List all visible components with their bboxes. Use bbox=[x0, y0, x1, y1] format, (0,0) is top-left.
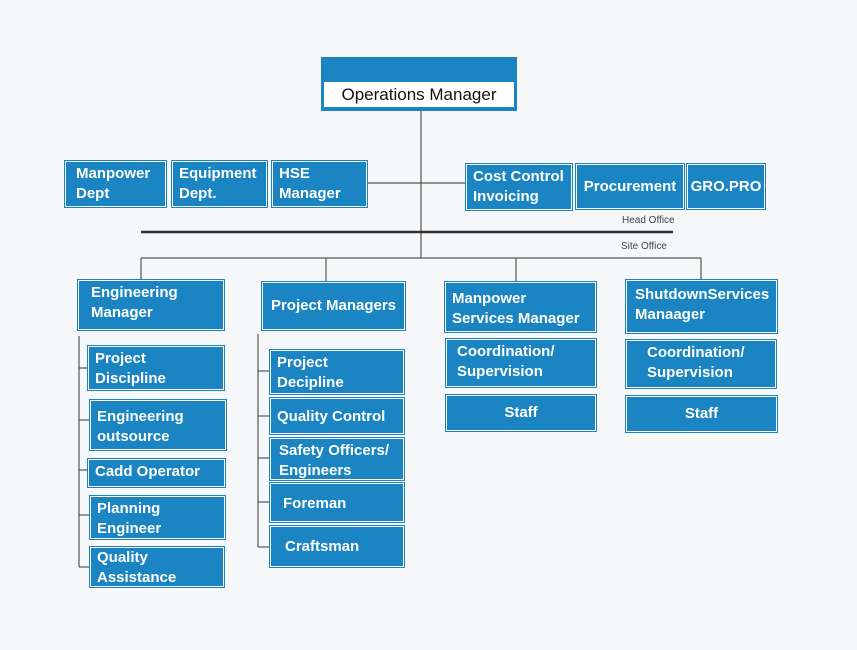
craftsman-box: Craftsman bbox=[270, 526, 404, 567]
operations-manager-box: Operations Manager bbox=[321, 57, 517, 111]
head-office-label: Head Office bbox=[622, 215, 675, 226]
cadd-operator-box: Cadd Operator bbox=[88, 459, 225, 487]
quality-assistance-box: Quality Assistance bbox=[90, 547, 224, 587]
planning-engineer-box: Planning Engineer bbox=[90, 496, 225, 539]
foreman-box: Foreman bbox=[270, 483, 404, 522]
shutdown-services-manager-box: ShutdownServices Manaager bbox=[626, 280, 777, 333]
gro-pro-box: GRO.PRO bbox=[687, 164, 765, 209]
engineering-manager-box: Engineering Manager bbox=[78, 280, 224, 330]
shutdown-coordination-box: Coordination/ Supervision bbox=[626, 340, 776, 388]
procurement-box: Procurement bbox=[576, 164, 684, 209]
cost-control-box: Cost Control Invoicing bbox=[466, 164, 572, 210]
project-discipline-engineers-box: Project Discipline Engineers bbox=[88, 346, 224, 390]
shutdown-staff-box: Staff bbox=[626, 396, 777, 432]
engineering-outsource-box: Engineering outsource bbox=[90, 400, 226, 450]
project-decipline-engineers-box: Project Decipline Engineers bbox=[270, 350, 404, 394]
safety-officers-box: Safety Officers/ Engineers bbox=[270, 438, 404, 480]
equipment-dept-box: Equipment Dept. bbox=[172, 161, 267, 207]
hse-manager-box: HSE Manager bbox=[272, 161, 367, 207]
manpower-services-manager-box: Manpower Services Manager bbox=[445, 282, 596, 332]
operations-manager-label: Operations Manager bbox=[324, 82, 514, 107]
manpower-staff-box: Staff bbox=[446, 395, 596, 431]
site-office-label: Site Office bbox=[621, 241, 667, 252]
project-managers-box: Project Managers bbox=[262, 282, 405, 330]
manpower-dept-box: Manpower Dept bbox=[65, 161, 166, 207]
manpower-coordination-box: Coordination/ Supervision bbox=[446, 339, 596, 387]
quality-control-box: Quality Control bbox=[270, 398, 404, 434]
